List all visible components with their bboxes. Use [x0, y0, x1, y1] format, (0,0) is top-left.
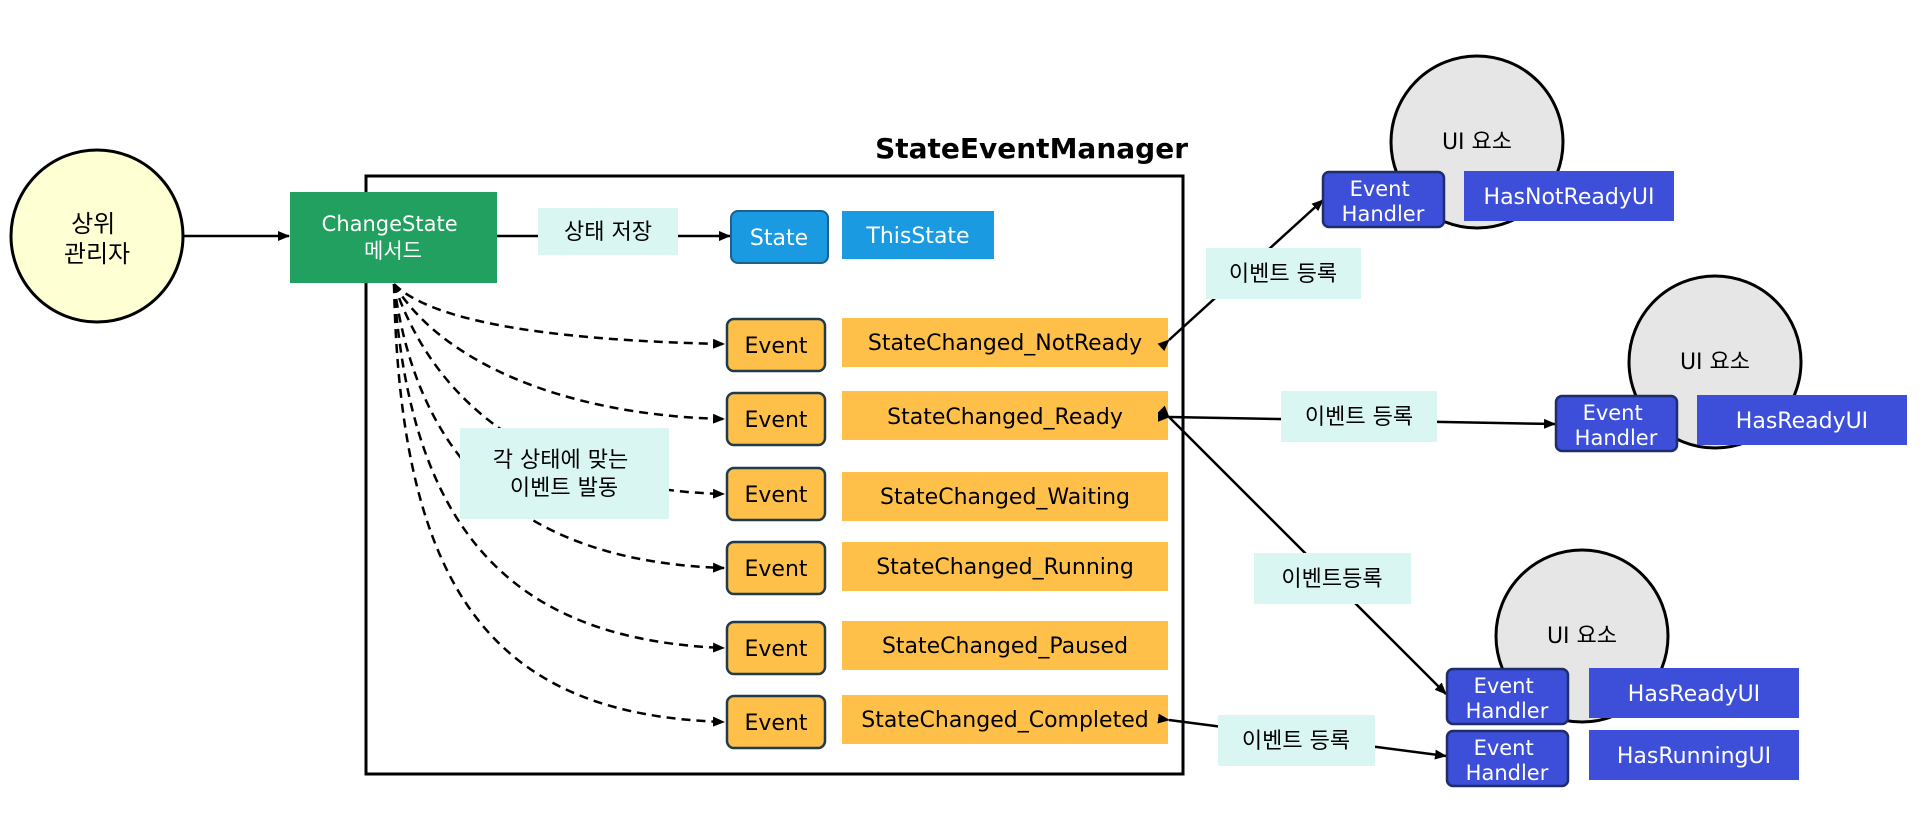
event-handler-label: Event Handler: [1466, 674, 1549, 723]
event-box-label: Event: [744, 637, 807, 662]
event-name-box: [842, 391, 1168, 440]
event-handler-box: [1554, 394, 1679, 453]
register-label-box: [1218, 715, 1375, 766]
event-name-label: StateChanged_Waiting: [880, 485, 1130, 510]
event-row-notready: Event StateChanged_NotReady: [725, 317, 1168, 373]
ui-element-label: UI 요소: [1680, 350, 1750, 375]
event-box: [725, 466, 827, 522]
fire-curve-completed: [392, 283, 725, 727]
event-box-label: Event: [744, 334, 807, 359]
event-box-label: Event: [744, 557, 807, 582]
fire-events-label-box: [460, 428, 669, 519]
ui-name-box: [1589, 668, 1799, 718]
this-state-field: [842, 211, 994, 259]
event-box-label: Event: [744, 711, 807, 736]
event-handler-box: [1445, 729, 1570, 788]
event-handler-label: Event Handler: [1342, 177, 1425, 226]
event-row-running: Event StateChanged_Running: [725, 540, 1168, 596]
event-box: [725, 620, 827, 676]
event-name-box: [842, 621, 1168, 670]
event-name-label: StateChanged_Running: [876, 555, 1134, 580]
event-row-ready: Event StateChanged_Ready: [725, 391, 1168, 447]
change-state-method: [290, 192, 497, 283]
event-name-label: StateChanged_NotReady: [868, 331, 1142, 356]
fire-events-label: 각 상태에 맞는 이벤트 발동: [493, 448, 635, 501]
event-row-waiting: Event StateChanged_Waiting: [725, 466, 1168, 522]
save-state-label: 상태 저장: [564, 220, 652, 245]
register-label-box: [1206, 248, 1361, 299]
event-name-box: [842, 695, 1168, 744]
state-box: [730, 210, 829, 264]
event-name-label: StateChanged_Paused: [882, 634, 1128, 659]
event-box-label: Event: [744, 483, 807, 508]
event-name-label: StateChanged_Completed: [861, 708, 1148, 733]
register-label: 이벤트 등록: [1242, 729, 1350, 754]
change-state-method-label: ChangeState 메서드: [322, 212, 465, 263]
event-box: [725, 391, 827, 447]
diagram-title: StateEventManager: [875, 132, 1188, 165]
fire-curve-ready: [392, 283, 725, 424]
event-box-label: Event: [744, 408, 807, 433]
event-row-completed: Event StateChanged_Completed: [725, 694, 1168, 750]
ui-name-label: HasReadyUI: [1628, 682, 1760, 707]
event-box: [725, 540, 827, 596]
save-state-label-box: [538, 208, 678, 255]
event-name-label: StateChanged_Ready: [887, 405, 1123, 430]
ui-name-box: [1464, 171, 1674, 221]
ui-name-label: HasRunningUI: [1617, 744, 1771, 769]
ui-name-box: [1589, 730, 1799, 780]
event-row-paused: Event StateChanged_Paused: [725, 620, 1168, 676]
superior-manager-node: [9, 148, 185, 324]
event-handler-label: Event Handler: [1466, 736, 1549, 785]
event-name-box: [842, 318, 1168, 367]
ui-element-label: UI 요소: [1442, 130, 1512, 155]
superior-manager-label: 상위 관리자: [64, 210, 130, 268]
event-box: [725, 317, 827, 373]
register-label-box: [1281, 391, 1437, 442]
event-box: [725, 694, 827, 750]
register-label: 이벤트 등록: [1229, 262, 1337, 287]
fire-curve-running: [392, 283, 725, 573]
event-name-box: [842, 542, 1168, 591]
ui-name-label: HasReadyUI: [1736, 409, 1868, 434]
ui-name-box: [1697, 395, 1907, 445]
register-label: 이벤트등록: [1281, 567, 1382, 592]
event-handler-box: [1445, 667, 1570, 726]
event-name-box: [842, 472, 1168, 521]
ui-element-label: UI 요소: [1547, 624, 1617, 649]
register-label-box: [1254, 553, 1411, 604]
event-handler-label: Event Handler: [1575, 401, 1658, 450]
event-handler-box: [1321, 170, 1446, 229]
this-state-field-label: ThisState: [865, 224, 969, 249]
ui-name-label: HasNotReadyUI: [1484, 185, 1655, 210]
register-label: 이벤트 등록: [1305, 405, 1413, 430]
fire-curve-notready: [393, 283, 725, 349]
state-box-label: State: [750, 226, 808, 251]
